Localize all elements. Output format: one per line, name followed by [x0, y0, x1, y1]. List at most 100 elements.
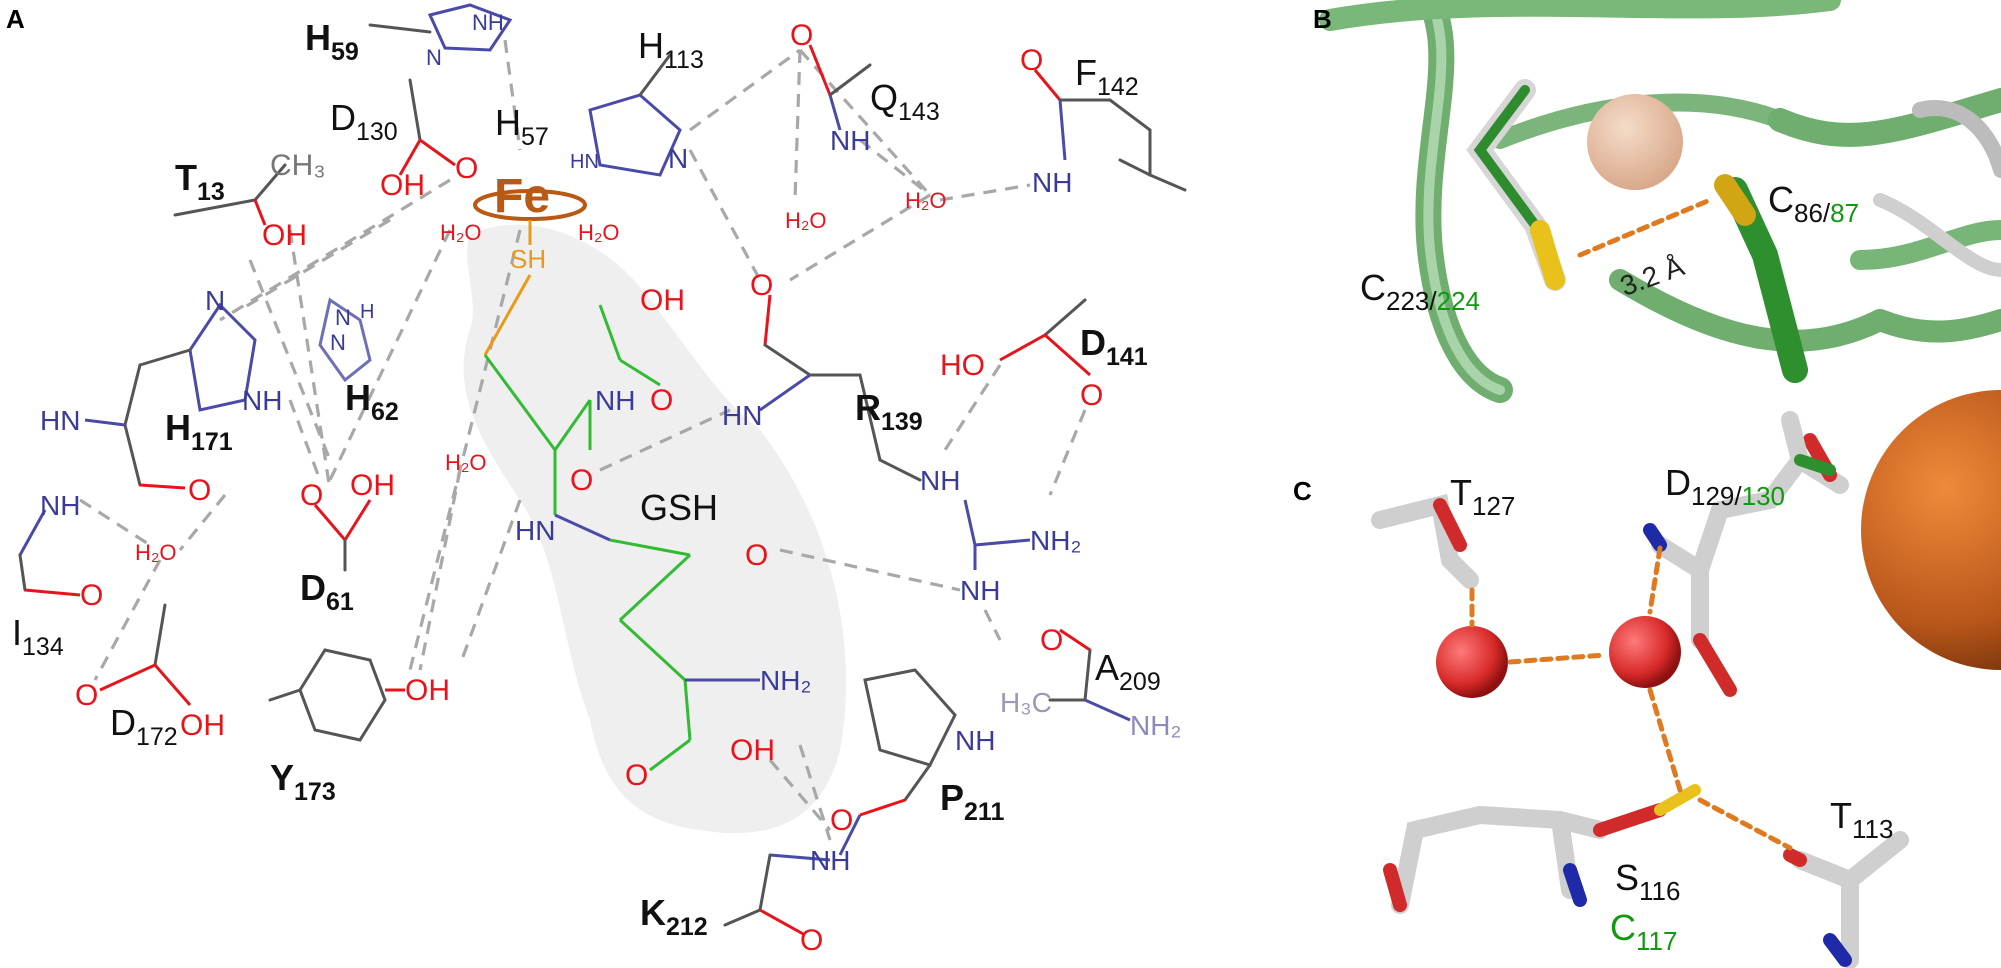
d130-group: OH O [380, 78, 478, 202]
h171-group: N NH HN O [40, 285, 282, 507]
panel-a-letter: A [6, 4, 25, 34]
d172-oh: OH [180, 709, 225, 742]
h113-ring: HN N [570, 53, 688, 177]
residue-c86: C86/87 [1768, 179, 1859, 228]
h62-h: H [360, 301, 374, 323]
p211-group: NH O [830, 668, 995, 856]
h62-group: N H N [318, 297, 374, 383]
h62-n2: N [330, 330, 346, 355]
r139-o: O [750, 269, 773, 302]
gsh-glu-o: O [745, 539, 768, 572]
residue-d172: D172 [110, 702, 178, 751]
a209-group: O H₃C NH₂ [1000, 624, 1181, 741]
residue-s116: S116 [1615, 857, 1680, 906]
q143-o: O [790, 19, 813, 52]
f142-group: O NH [1020, 44, 1187, 198]
residue-h113: H113 [638, 25, 704, 74]
gsh-glu-oh: OH [730, 734, 775, 767]
h62-n1: N [335, 305, 351, 330]
residue-a209: A209 [1095, 647, 1161, 696]
q143-group: O NH [790, 19, 872, 156]
t13-ch3: CH₃ [270, 149, 326, 182]
p211-nh: NH [955, 725, 995, 756]
water-sphere-2 [1609, 616, 1681, 688]
i134-group: NH O H₂O [18, 490, 177, 612]
gsh-glu-nh2: NH₂ [760, 665, 811, 696]
gsh-gly-oh: OH [640, 284, 685, 317]
h59-nh: NH [472, 10, 504, 35]
residue-d130: D130 [330, 97, 398, 146]
sh-label: SH [510, 244, 546, 274]
gsh-gly-nh: NH [595, 385, 635, 416]
fe-water-right: H₂O [578, 220, 620, 245]
t13-group: OH CH₃ [173, 149, 326, 252]
d130-oh: OH [380, 169, 425, 202]
gsh-glu-o2: O [625, 759, 648, 792]
f142-nh: NH [1032, 167, 1072, 198]
h59-ring: NH N [368, 3, 513, 70]
a209-nh2: NH₂ [1130, 710, 1181, 741]
i134-o: O [80, 579, 103, 612]
residue-h57: H57 [495, 102, 549, 151]
panel-c-letter: C [1293, 476, 1312, 506]
residue-r139: R139 [855, 387, 923, 436]
residue-t13: T13 [175, 157, 225, 206]
residue-p211: P211 [940, 777, 1004, 826]
h113-hn: HN [570, 151, 599, 173]
stick-residues [1371, 411, 1909, 968]
protein-ribbon [1319, 0, 2001, 403]
r139-nh2b: NH [960, 575, 1000, 606]
residue-i134: I134 [12, 612, 64, 661]
d61-oh: OH [350, 469, 395, 502]
residue-h59: H59 [305, 17, 359, 66]
a209-o: O [1040, 624, 1063, 657]
d172-group: O OH [75, 603, 225, 742]
residue-c223: C223/224 [1360, 267, 1480, 316]
y173-oh: OH [405, 674, 450, 707]
d130-o: O [455, 152, 478, 185]
d141-o: O [1080, 379, 1103, 412]
sulfur-distance-line [1577, 197, 1713, 258]
h171-o: O [188, 474, 211, 507]
fe-label: Fe [494, 170, 550, 223]
panel-c: C [1293, 390, 2001, 968]
r139-hn: HN [722, 400, 762, 431]
residue-h171: H171 [165, 407, 233, 456]
residue-f142: F142 [1075, 52, 1139, 101]
residue-y173: Y173 [270, 757, 336, 806]
gsh-gly-o: O [650, 384, 673, 417]
residue-d129: D129/130 [1665, 462, 1785, 511]
water-1: H₂O [785, 208, 827, 233]
fe-water-left: H₂O [440, 220, 482, 245]
iron-sphere-c [1861, 390, 2001, 670]
panel-c-hbonds [1469, 545, 1793, 851]
i134-nh: NH [40, 490, 80, 521]
f142-o: O [1020, 44, 1043, 77]
d61-group: O OH [300, 469, 395, 572]
gsh-molecule: OH O NH O HN O NH₂ O OH GSH [483, 274, 811, 792]
h171-n: N [205, 285, 225, 316]
gsh-cys-hn: HN [515, 515, 555, 546]
panel-b: 3.2 Å C86/87 C223/224 B [1308, 0, 2001, 403]
d172-o: O [75, 679, 98, 712]
cysteine-sticks [1466, 79, 1808, 383]
residue-q143: Q143 [870, 77, 940, 126]
residue-t127: T127 [1450, 472, 1515, 521]
iron-center: Fe H₂O H₂O SH [440, 170, 620, 274]
gsh-cys-o: O [570, 464, 593, 497]
d141-group: HO O [940, 298, 1103, 412]
h171-nh: NH [242, 385, 282, 416]
r139-nh2: NH₂ [1030, 525, 1081, 556]
panel-a: A [6, 3, 1187, 957]
water-2: H₂O [905, 188, 947, 213]
h113-n: N [668, 143, 688, 174]
t13-oh: OH [262, 219, 307, 252]
r139-nh: NH [920, 465, 960, 496]
q143-nh: NH [830, 125, 870, 156]
residue-c117: C117 [1610, 907, 1677, 956]
gsh-label: GSH [640, 487, 718, 528]
iron-sphere-b [1587, 94, 1683, 190]
y173-group: OH [268, 648, 450, 742]
d141-ho: HO [940, 349, 985, 382]
